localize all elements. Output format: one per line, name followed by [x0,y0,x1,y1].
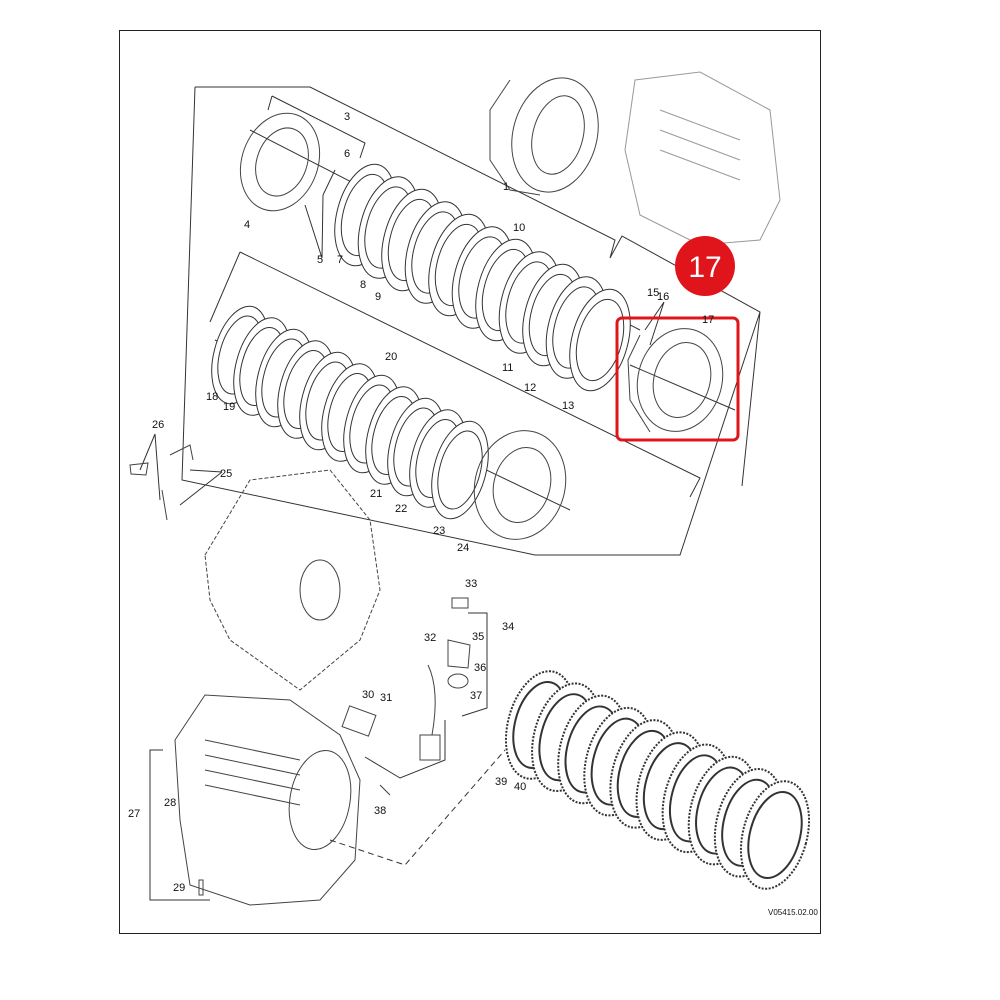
friction-disc [747,791,803,879]
clutch-disc [569,288,631,392]
part-label-18: 18 [206,391,218,403]
axis-line [629,364,736,411]
part-label-39: 39 [495,776,507,788]
part-label-31: 31 [380,692,392,704]
bolt-part-38 [379,784,391,796]
bracket-27 [149,749,210,901]
bracket-part-26 [129,444,194,521]
part-label-22: 22 [395,503,407,515]
drum-part-1-body [489,79,541,196]
part-label-27: 27 [128,808,140,820]
part-label-26: 26 [152,419,164,431]
bracket-34 [461,612,488,717]
part-label-9: 9 [375,291,381,303]
part-label-37: 37 [470,690,482,702]
housing-dashed [204,469,381,691]
drawing-frame [119,30,821,934]
part-label-24: 24 [457,542,469,554]
drum-part-1-inner [531,95,585,175]
flange-part-4-inner [255,127,309,197]
carrier-part-24 [473,430,567,540]
part-33-block [451,597,469,609]
part-label-38: 38 [374,805,386,817]
part-label-8: 8 [360,279,366,291]
part-label-21: 21 [370,488,382,500]
part-label-19: 19 [223,401,235,413]
transmission-housing-28 [174,694,361,906]
highlight-badge [675,236,735,296]
part-label-23: 23 [433,525,445,537]
carrier-part-24-inner [492,447,552,523]
part-label-36: 36 [474,662,486,674]
subassembly-lower-outline [209,251,701,498]
part-label-20: 20 [385,351,397,363]
bolt-part-29 [198,879,204,896]
part-label-1: 1 [503,181,509,193]
part-30-cover [341,705,377,737]
leader-dashed [329,749,506,866]
part-label-13: 13 [562,400,574,412]
friction-disc-set [504,670,811,890]
part-label-12: 12 [524,382,536,394]
piston-part-17-body [627,334,651,433]
leader-sensor [364,720,446,779]
flange-part-4 [239,112,321,212]
clutch-disc [575,298,625,382]
part-label-17: 17 [702,314,714,326]
piston-part-17 [636,328,724,432]
part-label-11: 11 [502,362,513,374]
part-label-7: 7 [337,254,343,266]
part-label-34: 34 [502,621,514,633]
part-label-33: 33 [465,578,477,590]
housing-bore [288,749,352,851]
part-label-40: 40 [514,781,526,793]
clutch-disc-pack-lower [211,305,489,520]
part-label-28: 28 [164,797,176,809]
sensor-part [419,639,471,761]
subassembly-bracket-3 [267,95,366,159]
part-number-labels: 1345678910111213151617181920212223242526… [128,111,714,894]
housing-dashed-bore [299,559,341,621]
highlight-box-part-17[interactable] [615,316,740,442]
part-label-29: 29 [173,882,185,894]
housing-top-right [624,71,781,246]
highlight-badge-number: 17 [688,251,721,284]
part-label-35: 35 [472,631,484,643]
part-36-oring [447,673,469,689]
friction-disc [739,780,811,890]
drawing-code: V05415.02.00 [768,908,818,917]
part-label-4: 4 [244,219,250,231]
piston-part-17-inner [652,342,712,418]
part-label-25: 25 [220,468,232,480]
part-label-3: 3 [344,111,350,123]
assembly-outline [181,86,761,556]
drum-part-1 [511,77,599,193]
part-label-32: 32 [424,632,436,644]
clutch-disc [437,430,483,510]
part-label-15: 15 [647,287,659,299]
part-label-16: 16 [657,291,669,303]
part-label-30: 30 [362,689,374,701]
clutch-disc-pack-upper [334,163,631,392]
part-label-6: 6 [344,148,350,160]
part-label-10: 10 [513,222,525,234]
leader-lines [139,169,665,506]
part-label-5: 5 [317,254,323,266]
